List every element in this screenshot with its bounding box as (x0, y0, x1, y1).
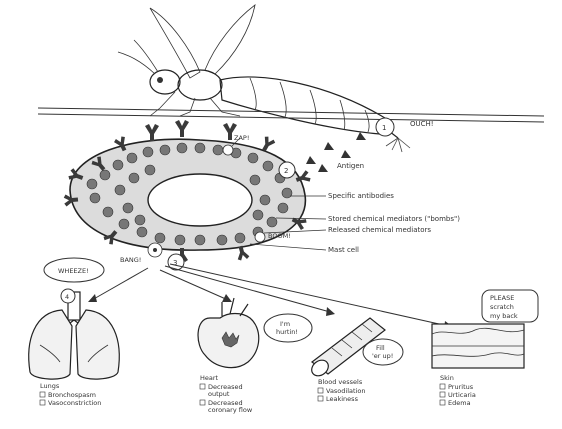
vessel-speech-bubble: Fill 'er up! (363, 339, 403, 365)
heart-bubble-line-2: hurtin! (276, 328, 298, 336)
released-mediators-label: Released chemical mediators (328, 226, 431, 234)
vessels-effect-1: Vasodilation (326, 387, 365, 395)
ouch-label: OUCH! (410, 120, 434, 128)
step-2-marker: 2 (279, 162, 295, 178)
skin-speech-bubble: PLEASE scratch my back (482, 290, 538, 322)
lungs-illustration (29, 292, 119, 379)
step-4-marker: 4 (61, 289, 75, 303)
heart-effect-2: output (208, 390, 230, 398)
stored-mediators-label: Stored chemical mediators ("bombs") (328, 215, 460, 223)
vessels-name: Blood vessels (318, 378, 363, 386)
lungs-caption: Lungs Bronchospasm Vasoconstriction (40, 382, 101, 407)
skin-cross-section (432, 324, 524, 368)
sting-burst-icon (386, 138, 410, 152)
step-1-number: 1 (382, 124, 386, 132)
skin-effect-1: Pruritus (448, 383, 474, 391)
antigen-label: Antigen (337, 162, 364, 170)
skin-bubble-line-1: PLEASE (490, 294, 514, 302)
skin-caption: Skin Pruritus Urticaria Edema (440, 374, 476, 407)
step-1-marker: 1 (376, 118, 394, 136)
heart-bubble-line-1: I'm (280, 320, 290, 328)
heart-caption: Heart Decreased output Decreased coronar… (200, 374, 253, 414)
skin-effect-3: Edema (448, 399, 471, 407)
step-4-number: 4 (65, 293, 69, 301)
vessels-caption: Blood vessels Vasodilation Leakiness (318, 378, 365, 403)
lungs-name: Lungs (40, 382, 60, 390)
zap-label: ZAP! (234, 134, 249, 142)
mast-cell-label: Mast cell (328, 246, 359, 254)
step-2-number: 2 (284, 167, 288, 175)
skin-effect-2: Urticaria (448, 391, 476, 399)
wasp-illustration (118, 5, 398, 138)
lungs-effect-1: Bronchospasm (48, 391, 96, 399)
vessels-effect-2: Leakiness (326, 395, 359, 403)
heart-name: Heart (200, 374, 219, 382)
lungs-effect-2: Vasoconstriction (48, 399, 101, 407)
skin-surface-line (38, 108, 544, 122)
vessel-bubble-line-2: 'er up! (372, 352, 393, 360)
mast-cell (64, 120, 312, 262)
heart-speech-bubble: I'm hurtin! (264, 314, 312, 342)
skin-name: Skin (440, 374, 454, 382)
wheeze-speech-bubble: WHEEZE! (44, 258, 104, 282)
heart-illustration (198, 298, 259, 368)
specific-antibodies-label: Specific antibodies (328, 192, 394, 200)
bang-label: BANG! (120, 256, 141, 264)
skin-bubble-line-3: my back (490, 312, 518, 320)
skin-bubble-line-2: scratch (490, 303, 514, 311)
heart-effect-4: coronary flow (208, 406, 253, 414)
boom-label: BOOM! (268, 232, 291, 240)
wheeze-label: WHEEZE! (58, 267, 89, 275)
vessel-bubble-line-1: Fill (376, 344, 385, 352)
